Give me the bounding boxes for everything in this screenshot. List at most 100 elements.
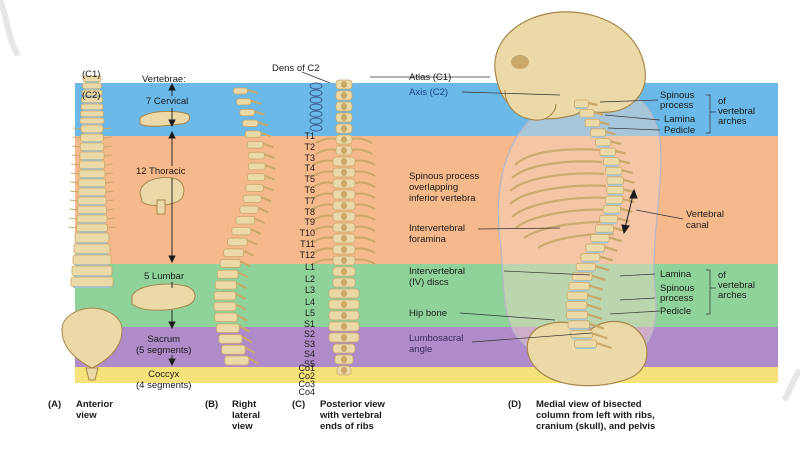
medial-vertebra [574, 339, 597, 348]
posterior-rib-end-right [351, 148, 373, 155]
lateral-spinous-process [238, 324, 250, 333]
anterior-vertebra [77, 205, 108, 214]
anterior-vertebra [80, 103, 104, 110]
posterior-cervical-mark [309, 103, 323, 111]
posterior-spinous-tip [341, 92, 347, 99]
vertebra-label-t2: T2 [304, 141, 315, 152]
anterior-disc [82, 150, 102, 152]
lateral-spinous-process [264, 164, 276, 170]
anterior-transverse-right [106, 217, 116, 220]
skull-eye-socket [511, 55, 529, 69]
anterior-transverse-left [70, 181, 79, 184]
posterior-rib-end-right [354, 181, 376, 188]
lateral-vertebra [244, 130, 262, 138]
vertebra-label-t9: T9 [304, 217, 315, 228]
caption-b-letter: (B) [205, 399, 219, 410]
vertebra-label-t6: T6 [304, 185, 315, 195]
anterior-disc [78, 231, 106, 233]
medial-vertebra [605, 195, 624, 204]
lateral-spinous-process [257, 121, 269, 127]
posterior-cervical-mark [309, 110, 323, 118]
anterior-disc [82, 123, 102, 125]
vertebra-label-t3: T3 [304, 152, 315, 163]
thoracic-label: 12 Thoracic [134, 166, 188, 177]
lateral-spinous-process [260, 131, 272, 138]
medial-vertebra [575, 262, 597, 272]
posterior-rib-end-left [312, 181, 334, 188]
medial-vertebra [579, 109, 595, 118]
posterior-spinous-tip [341, 169, 347, 176]
caption-d-text: Medial view of bisected column from left… [536, 399, 656, 432]
hip-bone-label: Hip bone [409, 308, 448, 319]
anterior-disc [73, 286, 111, 288]
vertebra-label-t4: T4 [304, 163, 315, 174]
lateral-vertebra [214, 312, 238, 323]
atlas-label: Atlas (C1) [409, 72, 452, 83]
lateral-vertebra [213, 291, 237, 301]
posterior-rib-end-right [351, 137, 373, 144]
anterior-transverse-left [68, 226, 77, 229]
medial-spinous-process [589, 322, 605, 330]
medial-spinous-process [588, 284, 604, 291]
medial-vertebra [602, 205, 621, 214]
medial-disc [600, 155, 615, 157]
anterior-vertebra [74, 232, 110, 243]
posterior-spinous-tip [341, 81, 347, 88]
anterior-transverse-right [105, 190, 114, 193]
vertebra-label-l4: L4 [304, 296, 315, 307]
jaw [504, 89, 557, 121]
medial-spinous-process [617, 217, 630, 223]
lateral-vertebra [239, 109, 255, 117]
anterior-transverse-left [72, 145, 81, 148]
medial-disc [575, 107, 588, 109]
vertebra-label-co1: Co1 [298, 363, 315, 373]
lateral-spinous-process [235, 282, 247, 290]
caption-a-text: Anterior view [76, 399, 113, 421]
anterior-vertebra [76, 214, 108, 223]
posterior-spinous-tip [341, 290, 347, 297]
medial-disc [591, 136, 605, 138]
lateral-spinous-process [247, 89, 258, 94]
posterior-rib-end-left [312, 258, 334, 265]
medial-spinous-process [604, 245, 618, 252]
anterior-transverse-left [69, 208, 78, 211]
anterior-vertebra [80, 110, 104, 117]
arches-top-label: of vertebral arches [718, 96, 755, 127]
medial-vertebra [585, 243, 605, 252]
posterior-rib-end-right [354, 258, 376, 265]
posterior-spinous-tip [341, 202, 347, 209]
medial-vertebra [605, 166, 623, 176]
medial-spinous-process [587, 313, 603, 320]
lateral-vertebra [247, 173, 266, 182]
medial-vertebra [580, 253, 601, 262]
posterior-rib-end-left [312, 214, 334, 221]
anterior-coccyx [85, 367, 99, 381]
posterior-spinous-tip [341, 125, 347, 132]
posterior-column [309, 79, 376, 376]
anterior-vertebra [72, 254, 112, 265]
medial-spinous-process [599, 121, 610, 126]
lateral-spinous-process [257, 207, 269, 214]
posterior-rib-end-left [312, 236, 334, 243]
corner-decoration-right [781, 368, 800, 402]
posterior-spinous-tip [341, 235, 347, 242]
vertebra-label-s4: S4 [303, 349, 315, 359]
medial-spinous-process [620, 207, 633, 213]
pedicle-top-label: Pedicle [664, 125, 696, 136]
lateral-vertebra [214, 280, 237, 290]
posterior-spinous-tip [341, 312, 347, 319]
lateral-spinous-process [254, 110, 265, 116]
posterior-rib-end-left [312, 203, 334, 210]
vertebra-label-co4: Co4 [298, 387, 315, 397]
lateral-column [213, 87, 276, 366]
vertebra-label-l1: L1 [304, 262, 315, 272]
medial-ribs [509, 148, 615, 249]
anterior-vertebra [80, 133, 104, 142]
medial-vertebra [590, 128, 606, 137]
spinous-process-top-label: Spinous process [660, 90, 695, 111]
lateral-spinous-process [235, 303, 247, 311]
medial-disc [568, 299, 587, 301]
lateral-spinous-process [240, 260, 251, 268]
medial-disc [569, 328, 589, 330]
anterior-transverse-left [68, 217, 78, 220]
